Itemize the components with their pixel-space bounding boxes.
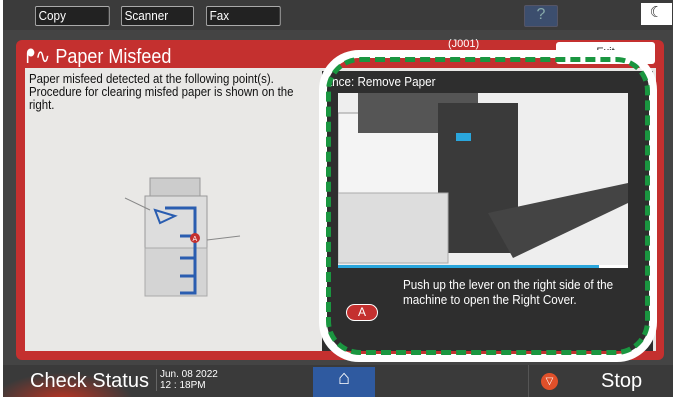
step-instruction: Push up the lever on the right side of t…: [403, 277, 614, 307]
dialog-content: Paper misfeed detected at the following …: [25, 68, 656, 351]
step-progress-bar: [338, 265, 628, 268]
stop-icon: ▽: [541, 373, 558, 390]
home-icon: ⌂: [337, 367, 351, 389]
step-location-badge: A: [346, 304, 378, 321]
misfeed-message: Paper misfeed detected at the following …: [29, 71, 294, 112]
screen: Copy Scanner Fax ? ☾ ᖰ∿ Paper Misfeed (J…: [3, 0, 673, 397]
location-a-marker: [190, 233, 200, 243]
exit-button[interactable]: Exit: [556, 42, 655, 64]
tab-fax[interactable]: Fax: [206, 6, 281, 26]
guidance-illustration: [338, 93, 628, 265]
time: 12 : 18PM: [160, 380, 206, 391]
top-bar: Copy Scanner Fax ? ☾: [3, 0, 673, 30]
guidance-title: ance: Remove Paper: [325, 74, 436, 89]
dialog-title-text: Paper Misfeed: [55, 46, 172, 68]
dialog-title: ᖰ∿ Paper Misfeed: [26, 44, 171, 69]
check-status-button[interactable]: Check Status: [3, 365, 153, 397]
guidance-panel: ance: Remove Paper A Push up the lever o…: [322, 71, 653, 351]
help-button[interactable]: ?: [524, 5, 558, 27]
moon-icon[interactable]: ☾: [641, 3, 672, 25]
stop-label: Stop: [601, 370, 643, 392]
error-code: (J001): [448, 38, 480, 50]
paper-misfeed-dialog: ᖰ∿ Paper Misfeed (J001) Exit Paper misfe…: [16, 38, 664, 360]
printer-diagram: A: [124, 177, 241, 297]
date: Jun. 08 2022: [160, 369, 218, 380]
location-a-label: A: [193, 236, 198, 243]
tab-scanner[interactable]: Scanner: [121, 6, 194, 26]
home-button[interactable]: ⌂: [313, 367, 375, 397]
tab-copy[interactable]: Copy: [35, 6, 110, 26]
misfeed-icon: ᖰ∿: [26, 46, 51, 68]
stop-button[interactable]: ▽ Stop: [528, 365, 673, 397]
